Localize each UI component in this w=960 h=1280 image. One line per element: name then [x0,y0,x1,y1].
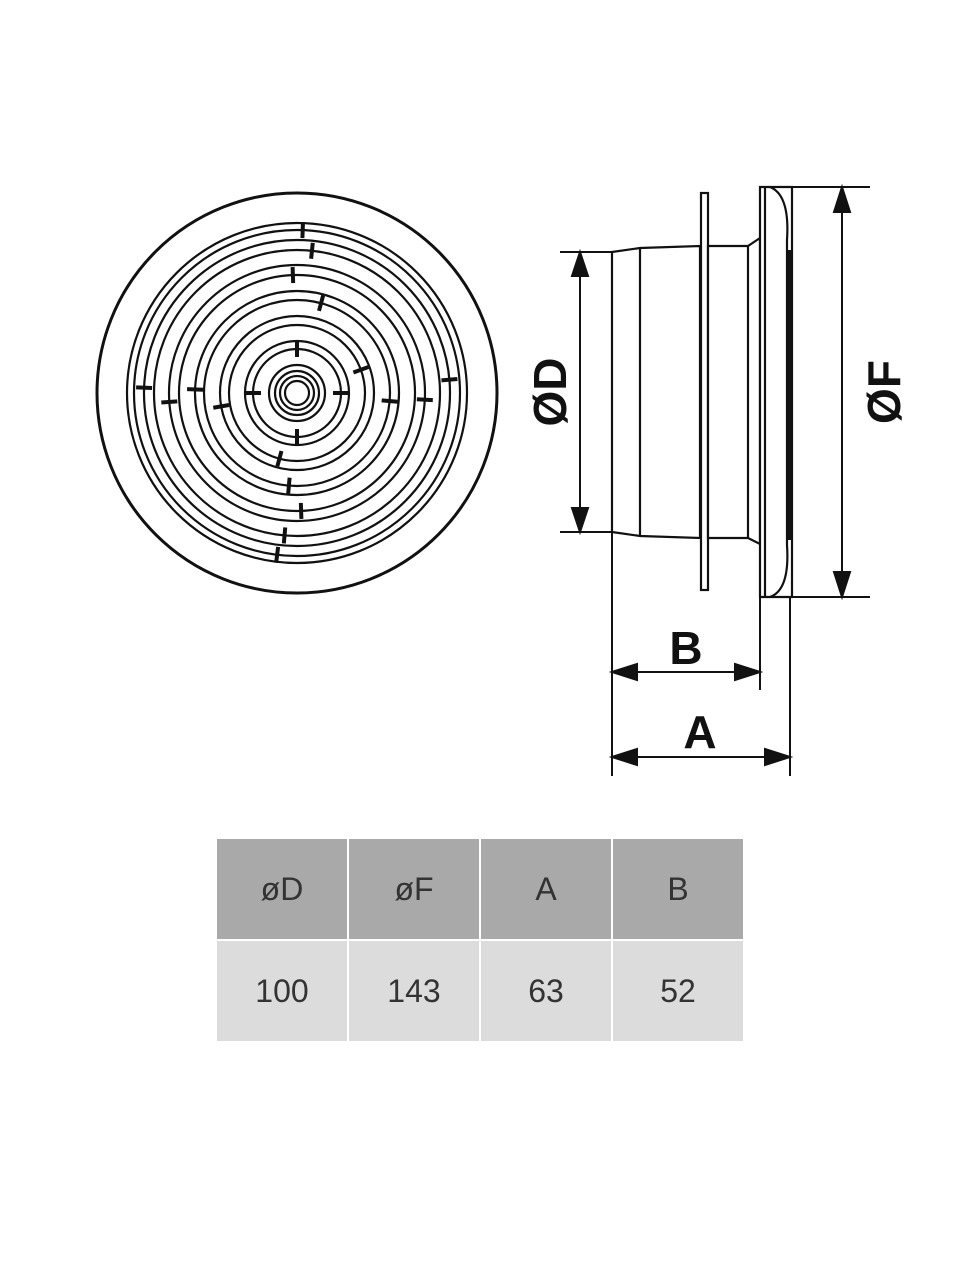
front-view [95,191,499,595]
grille-spoke [136,385,153,390]
grille-spoke [281,527,288,544]
table-row: 100 143 63 52 [217,940,743,1041]
grille-spoke [212,403,230,410]
grille-ring [132,228,462,558]
grille-ring [251,347,343,439]
side-view [610,185,794,599]
header-cell: øD [217,839,349,941]
grille-spoke [275,450,284,467]
grille-ring [202,298,392,488]
grille-ring [167,263,427,523]
header-cell: øF [348,839,481,941]
table-cell: 143 [348,940,481,1041]
grille-ring [95,191,499,595]
grille-spoke [161,399,178,405]
grille-spoke [286,477,292,494]
grille-spoke [352,365,370,375]
table-cell: 63 [480,940,613,1041]
header-cell: A [480,839,613,941]
header-cell: B [612,839,743,941]
grille-spoke [274,546,281,563]
grille-ring [267,363,327,423]
grille-ring [273,369,321,417]
grille-spoke [300,222,305,239]
grille-ring [218,314,376,472]
grille-spoke [298,502,304,519]
dimension-label-a: A [683,706,716,758]
table-cell: 100 [217,940,349,1041]
grille-ring [193,289,401,497]
grille-spoke [309,242,315,259]
grille-ring [142,238,452,548]
grille-ring [177,273,417,513]
grille-ring [227,323,367,463]
grille-ring [283,379,311,407]
grille-ring [278,374,316,412]
grille-spoke [416,397,433,403]
dimensions-table: øD øF A B 100 143 63 52 [217,839,743,1041]
grille-spoke [381,398,398,404]
grille-spoke [186,387,204,392]
grille-spoke [290,267,296,284]
drawing-canvas: ØD ØF B A [95,183,910,776]
dimension-label-b: B [669,622,702,674]
grille-ring [125,221,469,565]
table-cell: 52 [612,940,743,1041]
grille-spoke [441,376,458,383]
table-header-row: øD øF A B [217,839,743,941]
grille-ring [152,248,442,538]
dimension-label-d: ØD [524,358,576,427]
grille-spoke [317,294,326,312]
dimension-label-f: ØF [858,360,910,424]
dimension-lines [560,183,870,776]
